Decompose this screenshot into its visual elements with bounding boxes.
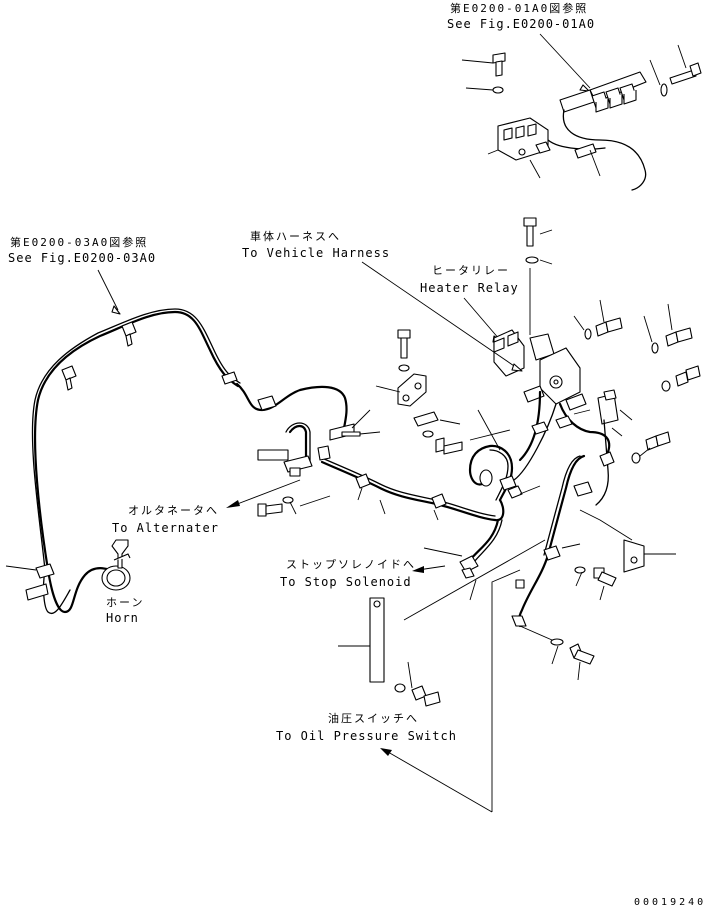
vehicle-harness-en-label: To Vehicle Harness (242, 246, 390, 260)
stop-solenoid-en-label: To Stop Solenoid (280, 575, 412, 589)
alternator-en-label: To Alternater (112, 521, 219, 535)
heater-relay-assembly: ヒータリレー Heater Relay 車体ハーネスへ To Vehicle H… (242, 217, 701, 707)
bolt-icon (257, 503, 283, 517)
heater-relay-en-label: Heater Relay (420, 281, 519, 295)
alternator-callout: オルタネータへ To Alternater (112, 479, 301, 535)
washer-icon (394, 683, 406, 693)
ref-left-en-label: See Fig.E0200-03A0 (8, 251, 156, 265)
bolt-icon (669, 44, 702, 85)
ref-left-jp-label: 第E0200-03A0図参照 (10, 235, 148, 249)
bolt-icon (665, 303, 693, 347)
washer-icon (661, 380, 671, 392)
horn-jp-label: ホーン (106, 596, 144, 609)
bolt-icon (639, 431, 671, 457)
bolt-icon (569, 643, 595, 681)
drawing-number: 00019240 (634, 897, 706, 907)
washer-icon (519, 625, 564, 665)
heater-relay-jp-label: ヒータリレー (432, 264, 510, 277)
ref-top-en-label: See Fig.E0200-01A0 (447, 17, 595, 31)
fuse-box (487, 117, 551, 161)
bolt-icon (523, 217, 537, 247)
bolt-icon (675, 365, 701, 387)
bolt-icon (407, 661, 441, 707)
relay-block (559, 71, 647, 113)
oil-pressure-jp-label: 油圧スイッチへ (328, 711, 419, 725)
relay-box-assembly: 第E0200-01A0図参照 See Fig.E0200-01A0 (447, 1, 702, 191)
washer-icon (573, 315, 592, 340)
bolt-icon (461, 52, 506, 77)
left-harness-assembly: 第E0200-03A0図参照 See Fig.E0200-03A0 (5, 235, 381, 625)
ref-top-jp-label: 第E0200-01A0図参照 (450, 1, 588, 15)
bolt-icon (397, 329, 411, 359)
bolt-icon (435, 437, 463, 455)
bolt-icon (593, 567, 617, 601)
washer-icon (649, 59, 668, 97)
stop-solenoid-jp-label: ストップソレノイドへ (286, 558, 416, 571)
vehicle-harness-jp-label: 車体ハーネスへ (250, 229, 341, 243)
alternator-jp-label: オルタネータへ (128, 504, 219, 517)
washer-icon (574, 566, 586, 587)
heater-relay-icon (493, 329, 587, 411)
horn-icon (101, 539, 131, 591)
washer-icon (465, 86, 504, 94)
center-harness-assembly (257, 329, 546, 812)
washer-icon (282, 496, 297, 515)
horn-en-label: Horn (106, 611, 139, 625)
bolt-icon (595, 299, 623, 337)
stop-solenoid-callout: ストップソレノイドへ To Stop Solenoid (280, 558, 446, 589)
oil-pressure-callout: 油圧スイッチへ To Oil Pressure Switch (276, 711, 493, 813)
washer-icon (643, 315, 659, 354)
oil-pressure-en-label: To Oil Pressure Switch (276, 729, 457, 743)
washer-icon (631, 452, 641, 464)
